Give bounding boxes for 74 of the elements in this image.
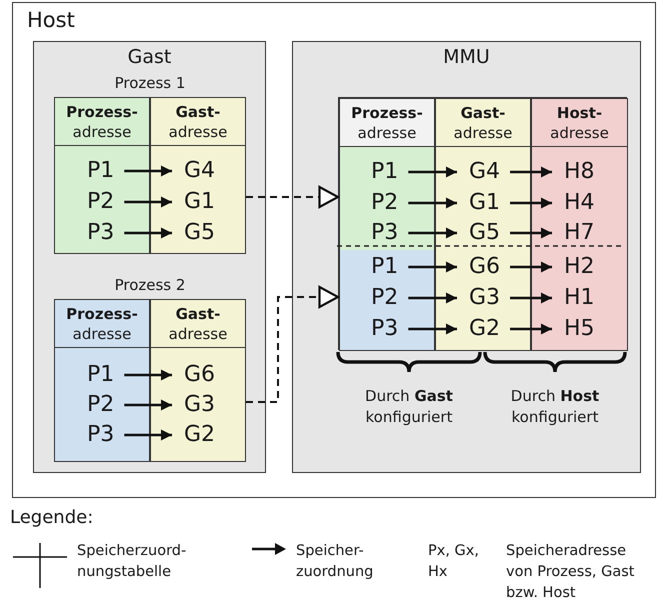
address-label: H1 <box>552 284 595 312</box>
dashed-arrow <box>246 286 340 403</box>
address-label: P1 <box>371 158 408 186</box>
address-label: G4 <box>172 157 216 185</box>
brace-label: Durch Host konfiguriert <box>510 386 600 428</box>
mapping-table <box>338 97 627 350</box>
panel-title: Host <box>27 7 75 33</box>
address-label: G1 <box>172 188 216 216</box>
arrow <box>408 198 457 208</box>
legend-text: Speicher- zuordnung <box>296 542 374 582</box>
arrow <box>124 370 172 380</box>
arrow <box>510 166 552 178</box>
table-column <box>435 98 531 351</box>
address-label: G2 <box>172 421 216 449</box>
table-title: Prozess 1 <box>114 73 186 94</box>
address-label: G4 <box>457 158 510 186</box>
address-label: G5 <box>172 219 216 247</box>
arrow <box>408 228 457 238</box>
arrow <box>510 228 552 238</box>
address-label: P3 <box>371 219 408 247</box>
arrow <box>510 324 552 334</box>
address-label: G2 <box>457 315 510 343</box>
address-label: P3 <box>87 219 124 247</box>
arrow <box>408 166 457 178</box>
address-label: G1 <box>457 189 510 217</box>
arrow <box>408 262 457 272</box>
address-label: G6 <box>457 253 510 281</box>
address-label: G3 <box>457 284 510 312</box>
legend-text: Speicherzuord- nungstabelle <box>77 542 188 582</box>
legend-text: Speicheradresse von Prozess, Gast bzw. Host <box>506 542 636 603</box>
table-column <box>150 97 246 254</box>
address-label: H4 <box>552 189 595 217</box>
arrow <box>124 430 172 440</box>
address-label: H7 <box>552 219 595 247</box>
address-label: P2 <box>87 188 124 216</box>
address-label: G6 <box>172 361 216 389</box>
guest-panel <box>33 41 266 473</box>
address-label: P3 <box>87 421 124 449</box>
panel-title: Gast <box>126 45 172 70</box>
brace-label: Durch Gast konfiguriert <box>364 386 454 428</box>
table-column <box>54 97 150 254</box>
arrow <box>510 198 552 208</box>
address-label: P2 <box>371 189 408 217</box>
address-label: H2 <box>552 253 595 281</box>
arrow <box>408 324 457 334</box>
legend-title: Legende: <box>10 506 94 530</box>
arrow <box>408 292 457 304</box>
arrow <box>124 196 172 208</box>
arrow <box>124 166 172 176</box>
address-label: P1 <box>371 253 408 281</box>
legend-key: Px, Gx, Hx <box>428 541 500 583</box>
address-label: P2 <box>87 391 124 419</box>
table-title: Prozess 2 <box>114 275 186 296</box>
table-column <box>54 299 150 462</box>
arrow <box>510 262 552 272</box>
arrow <box>124 228 172 238</box>
dashed-arrow <box>246 186 340 208</box>
address-label: G5 <box>457 219 510 247</box>
table-column <box>339 98 435 351</box>
address-label: H5 <box>552 315 595 343</box>
arrow <box>124 400 172 410</box>
address-label: P2 <box>371 284 408 312</box>
address-label: P3 <box>371 315 408 343</box>
column-header: Prozess- adresse <box>340 99 434 147</box>
panel-title: MMU <box>442 45 491 70</box>
address-label: P1 <box>87 157 124 185</box>
arrow <box>510 292 552 304</box>
address-label: H8 <box>552 158 595 186</box>
address-label: P1 <box>87 361 124 389</box>
table-column <box>150 299 246 462</box>
host-frame <box>12 2 656 498</box>
address-label: G3 <box>172 391 216 419</box>
mmu-panel <box>292 41 641 473</box>
table-column <box>531 98 628 351</box>
